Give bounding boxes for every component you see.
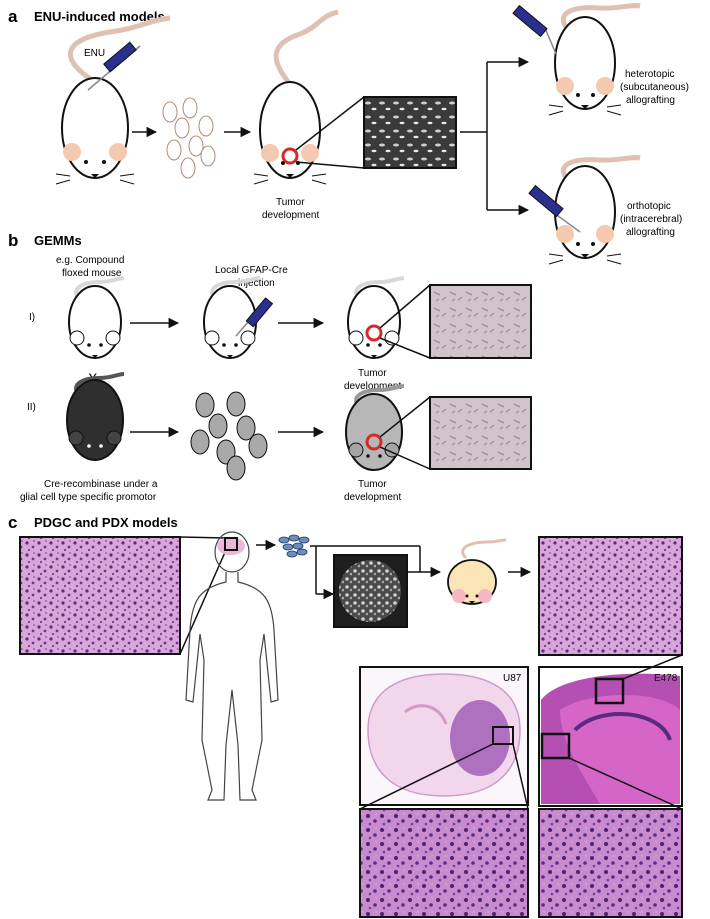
tumor-ring-b1 [365, 324, 383, 342]
mouse-heterotopic-icon [512, 3, 641, 116]
mouse-floxed-icon [68, 276, 125, 359]
cre-label-2: glial cell type specific promotor [20, 492, 157, 503]
mice-cluster-icon [162, 97, 216, 179]
hetero-label-3: allografting [626, 95, 675, 106]
tumor-label-b2-2: development [344, 492, 401, 503]
tumor-label-b1-2: development [344, 381, 401, 392]
mouse-enu-icon [55, 15, 171, 185]
gemm-culture-image-1 [429, 284, 532, 359]
tumor-label-a-1: Tumor [276, 197, 305, 208]
e478-zoom-box-bottom [540, 732, 571, 760]
hetero-label-1: heterotopic [625, 69, 674, 80]
tumor-label-b1-1: Tumor [358, 368, 387, 379]
tumor-ring-a [281, 147, 299, 165]
patient-histology-image [19, 536, 181, 655]
compound-label-1: e.g. Compound [56, 255, 124, 266]
u87-label: U87 [503, 673, 522, 684]
tumor-ring-b2 [365, 433, 383, 451]
mouse-cre-icon [66, 372, 125, 461]
compound-label-2: floxed mouse [62, 268, 122, 279]
mouse-gfap-icon [203, 276, 274, 359]
gfap-label-1: Local GFAP-Cre [215, 265, 288, 276]
zoom-line-e478-top [622, 654, 683, 680]
neurosphere-cells [339, 560, 401, 622]
cell-cluster-icon [278, 534, 310, 558]
zoom-line-c2 [179, 549, 227, 655]
pdx-histology-image [538, 536, 683, 656]
enu-cell-image [363, 96, 457, 169]
panel-c-letter: c [8, 513, 17, 532]
zoom-line-b1-bottom [379, 337, 431, 359]
panel-a-letter: a [8, 7, 18, 26]
ortho-label-1: orthotopic [627, 201, 671, 212]
ortho-label-3: allografting [626, 227, 675, 238]
mouse-tumor-b2-icon [345, 384, 405, 471]
u87-histology-image [359, 808, 529, 918]
human-figure-icon [185, 531, 279, 801]
mouse-pdx-icon [447, 538, 507, 605]
e478-label: E478 [654, 673, 678, 684]
panel-c-title: PDGC and PDX models [34, 515, 178, 530]
mouse-tumor-b1-icon [347, 276, 405, 359]
zoom-line-u87-right [512, 743, 529, 810]
zoom-line-b2-bottom [379, 446, 431, 470]
zoom-line-e478-right [568, 757, 683, 810]
gfap-label-2: injection [238, 278, 275, 289]
panel-b-title: GEMMs [34, 233, 82, 248]
gemm-culture-image-2 [429, 396, 532, 470]
enu-label: ENU [84, 48, 105, 59]
zoom-line-u87-left [359, 743, 494, 810]
zoom-line-b1-top [379, 284, 431, 329]
ortho-label-2: (intracerebral) [620, 214, 682, 225]
zoom-line-b2-top [379, 396, 431, 438]
u87-tumor-mass [450, 700, 510, 776]
biopsy-box-icon [224, 537, 238, 551]
e478-zoom-box-top [594, 677, 625, 705]
mouse-orthotopic-icon [528, 155, 641, 265]
cre-label-1: Cre-recombinase under a [44, 479, 158, 490]
hetero-label-2: (subcutaneous) [620, 82, 689, 93]
zoom-line-a-bottom [295, 161, 365, 169]
tumor-label-a-2: development [262, 210, 319, 221]
row2-label: II) [27, 402, 36, 413]
zoom-line-a-top [295, 96, 365, 151]
grey-mice-cluster-icon [190, 391, 268, 481]
tumor-label-b2-1: Tumor [358, 479, 387, 490]
panel-b-letter: b [8, 231, 18, 250]
mouse-tumor-icon [253, 9, 339, 185]
panel-a-title: ENU-induced models [34, 9, 165, 24]
zoom-line-c1 [179, 536, 227, 539]
enu-syringe-icon [87, 41, 141, 91]
e478-histology-image [538, 808, 683, 918]
row1-label: I) [29, 312, 35, 323]
u87-zoom-box [492, 726, 514, 745]
